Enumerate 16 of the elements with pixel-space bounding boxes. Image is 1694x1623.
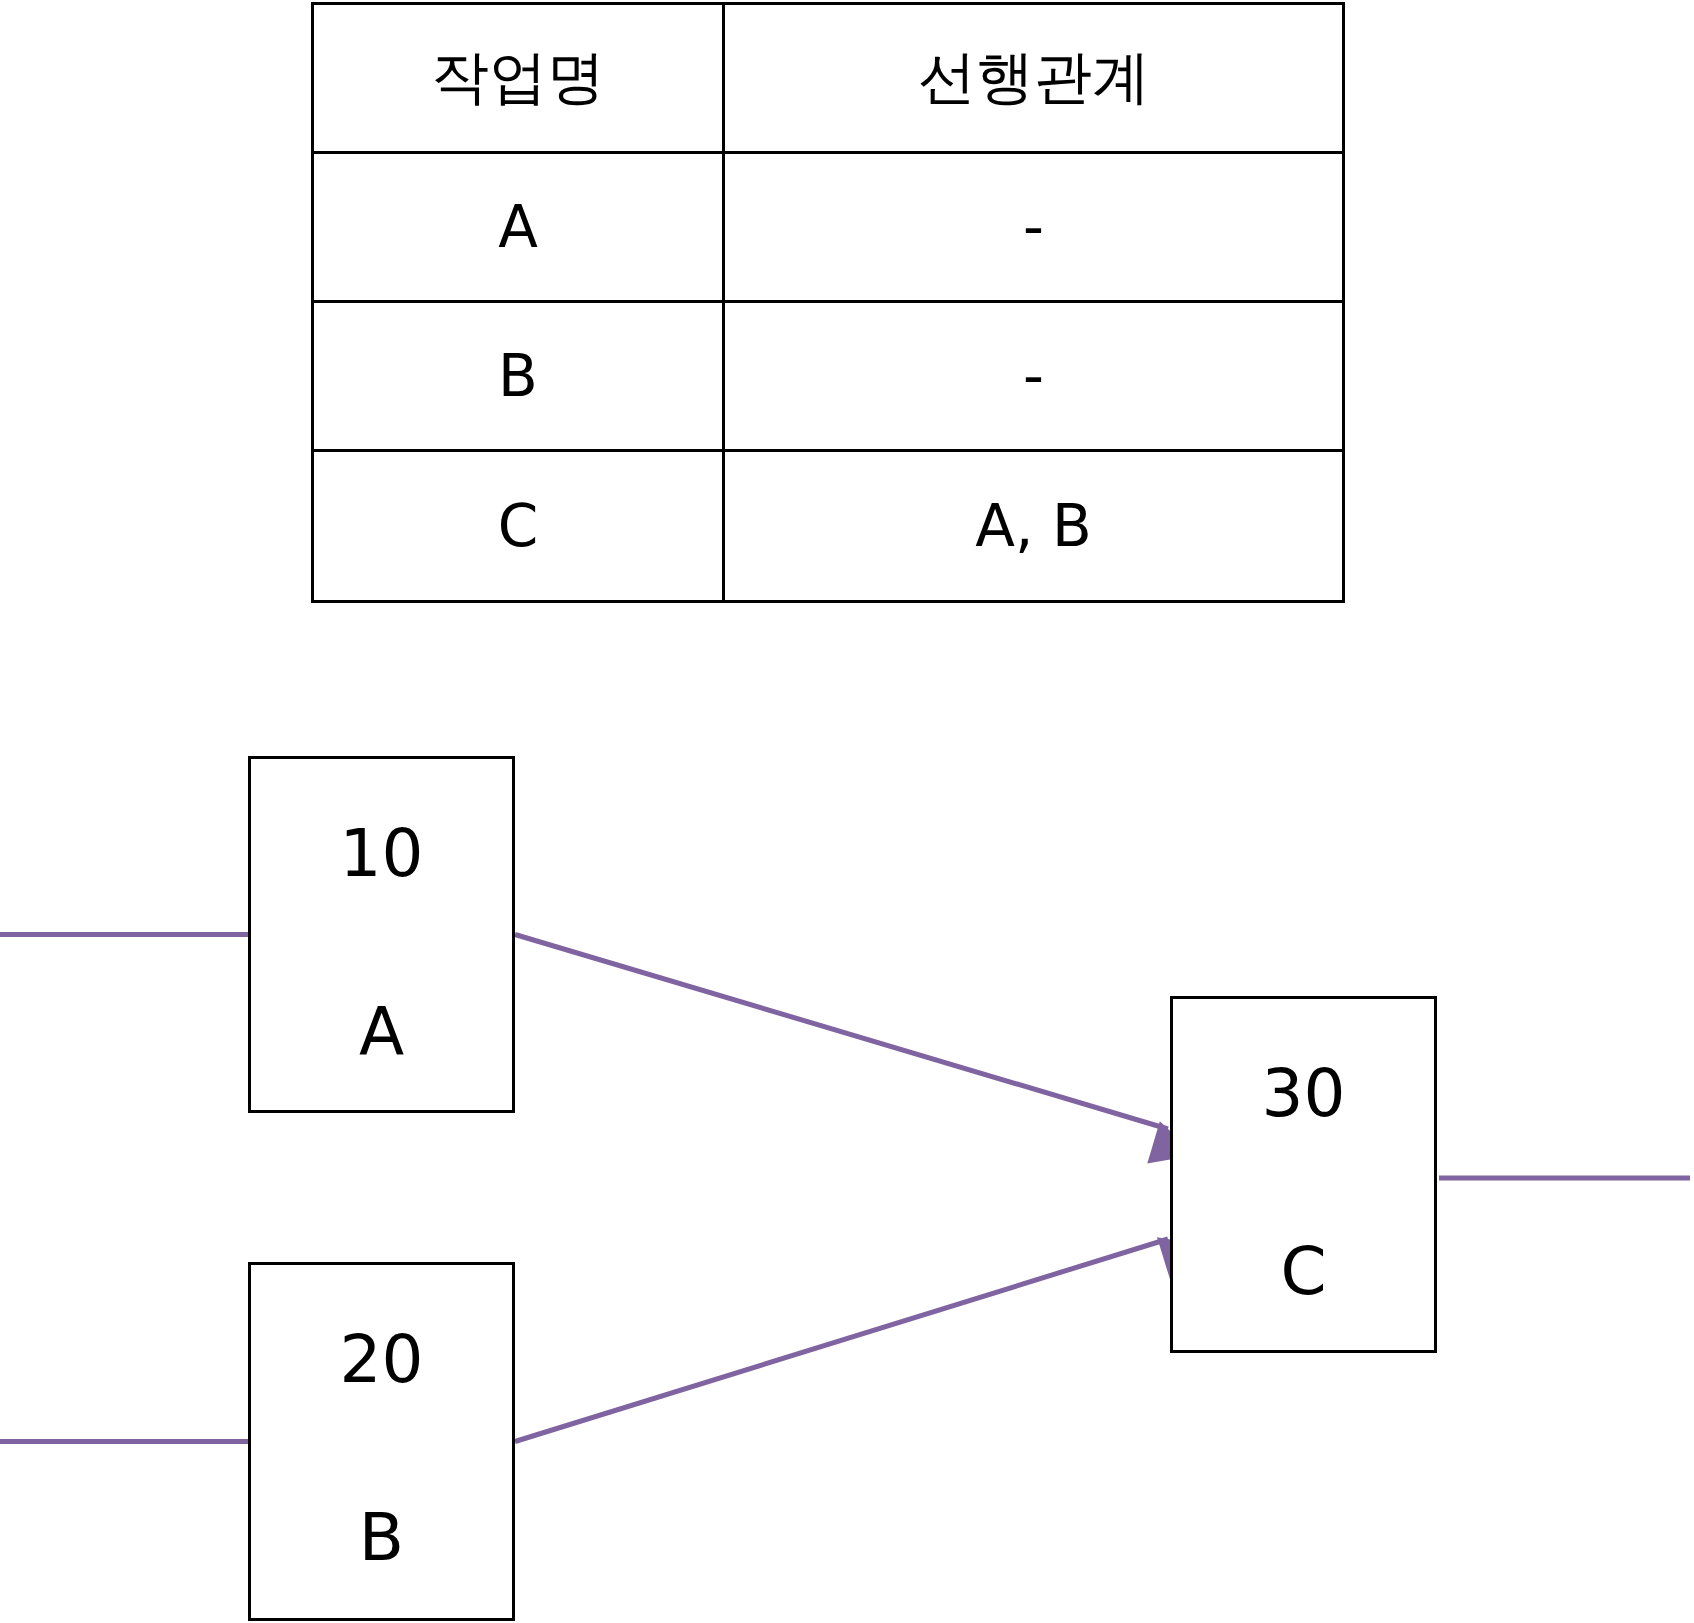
duration-label: 20	[339, 1327, 424, 1393]
activity-box	[1170, 996, 1437, 1353]
duration-label: 10	[339, 821, 424, 887]
table-cell: C	[311, 449, 725, 603]
activity-box	[248, 756, 515, 1113]
activity-label: B	[358, 1505, 405, 1571]
table-cell: A, B	[722, 449, 1345, 603]
connector-line	[0, 1439, 248, 1444]
activity-label: A	[358, 999, 405, 1065]
activity-label: C	[1280, 1239, 1327, 1305]
connector-line	[0, 932, 248, 937]
activity-box	[248, 1262, 515, 1621]
connector-line	[1439, 1175, 1690, 1181]
header-cell: 작업명	[311, 2, 725, 154]
header-cell: 선행관계	[722, 2, 1345, 154]
duration-label: 30	[1261, 1061, 1346, 1127]
